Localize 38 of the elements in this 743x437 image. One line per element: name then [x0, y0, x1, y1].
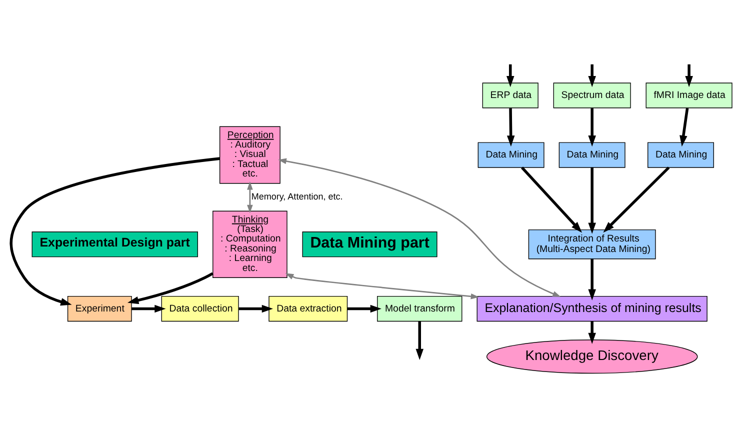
arrow — [520, 166, 582, 233]
node-box: Data extraction — [268, 296, 348, 322]
node-box: ERP data — [482, 82, 538, 108]
arrow — [588, 168, 596, 234]
arrow — [506, 108, 515, 147]
arrow — [127, 272, 214, 304]
arrow — [247, 181, 253, 214]
node-box: fMRI Image data — [646, 82, 732, 108]
arrow — [506, 64, 514, 88]
node-box: Data Mining part — [302, 232, 438, 258]
arrow — [416, 321, 424, 360]
node-box: Experimental Design part — [32, 232, 198, 258]
node-box: Explanation/Synthesis of mining results — [476, 296, 708, 322]
arrow — [10, 157, 220, 306]
node-ellipse: Knowledge Discovery — [486, 340, 698, 374]
arrow — [278, 158, 561, 298]
node-box: Perception : Auditory : Visual : Tactual etc. — [219, 126, 280, 184]
arrow — [588, 108, 596, 147]
edge-label: Memory, Attention, etc. — [251, 192, 343, 202]
arrow — [132, 304, 166, 313]
arrow — [588, 259, 596, 300]
node-box: Integration of Results (Multi-Aspect Data Mining) — [528, 229, 656, 260]
arrow — [680, 108, 689, 147]
node-box: Data collection — [161, 296, 239, 322]
arrow — [588, 64, 596, 88]
arrow — [603, 166, 670, 233]
arrow — [347, 304, 382, 313]
arrow — [238, 304, 273, 313]
arrow — [588, 321, 596, 344]
node-box: Data Mining — [478, 142, 544, 168]
node-box: Experiment — [67, 296, 132, 322]
node-box: Model transform — [377, 296, 462, 322]
node-box: Data Mining — [648, 142, 714, 168]
node-box: Spectrum data — [553, 82, 631, 108]
node-box: Thinking (Task) : Computation : Reasoning : Learning etc. — [212, 210, 288, 278]
arrow — [285, 273, 480, 300]
node-box: Data Mining — [558, 142, 626, 168]
arrow — [685, 64, 693, 88]
